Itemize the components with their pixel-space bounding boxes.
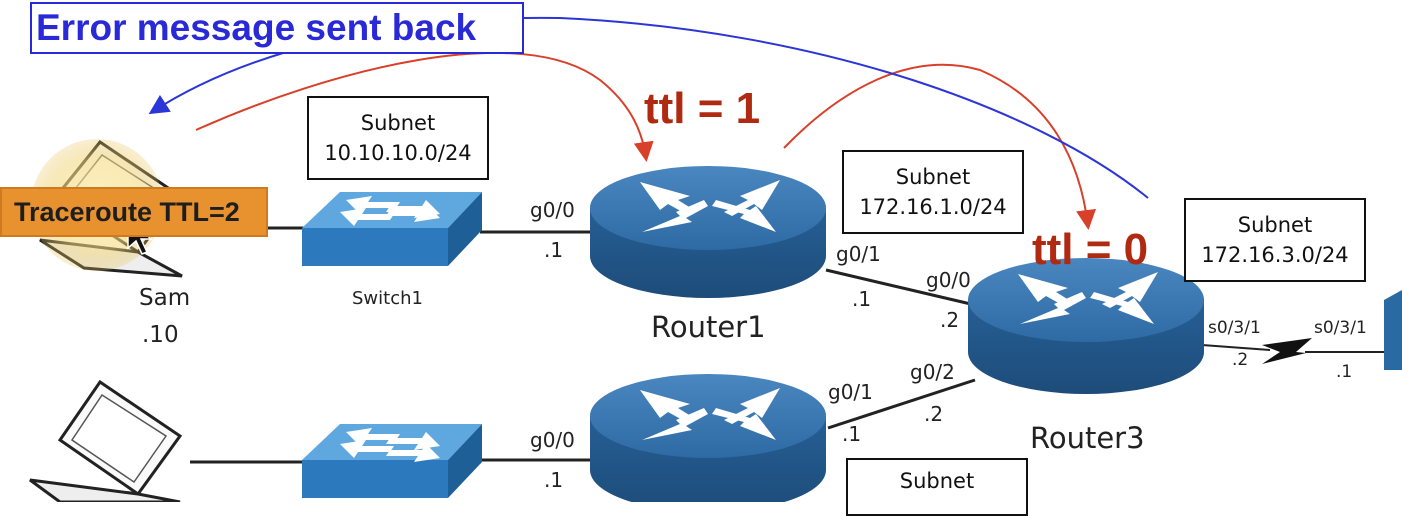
- subnet-box-10-10-10: Subnet 10.10.10.0/24: [307, 96, 489, 180]
- router2-g00-label: g0/0: [530, 428, 575, 452]
- subnet-network: 10.10.10.0/24: [324, 141, 472, 165]
- router1-g01-address: .1: [852, 287, 872, 311]
- router4-s031-address: .1: [1336, 362, 1353, 382]
- host-sam-name: Sam: [139, 285, 191, 311]
- subnet-title: Subnet: [1237, 213, 1313, 237]
- router4-icon[interactable]: [1384, 290, 1402, 370]
- ttl-label-router1: ttl = 1: [644, 84, 761, 133]
- subnet-title: Subnet: [360, 111, 436, 135]
- subnet-network: 172.16.3.0/24: [1201, 243, 1349, 267]
- router1-g00-label: g0/0: [530, 198, 575, 222]
- router3-g02-label: g0/2: [910, 360, 955, 384]
- router2-g00-address: .1: [544, 468, 564, 492]
- link-router1-router3: [825, 268, 976, 307]
- subnet-box-lower: Subnet: [846, 458, 1028, 516]
- switch1-name: Switch1: [352, 288, 423, 309]
- subnet-network: 172.16.1.0/24: [859, 195, 1007, 219]
- router3-g02-address: .2: [924, 402, 944, 426]
- arrow-router1-to-router3: [783, 63, 1096, 230]
- router1-g00-address: .1: [544, 238, 564, 262]
- network-links: [190, 226, 1390, 464]
- router1-name: Router1: [651, 310, 766, 344]
- ttl-label-router3: ttl = 0: [1032, 225, 1149, 274]
- subnet-box-172-16-1: Subnet 172.16.1.0/24: [842, 150, 1024, 234]
- router2-g01-label: g0/1: [828, 380, 873, 404]
- error-message-banner: Error message sent back: [30, 2, 524, 54]
- router2-g01-address: .1: [842, 422, 862, 446]
- subnet-title: Subnet: [899, 469, 975, 493]
- router1-icon[interactable]: [590, 166, 826, 298]
- link-router2-router3: [827, 378, 976, 430]
- subnet-box-172-16-3: Subnet 172.16.3.0/24: [1184, 198, 1366, 282]
- router3-icon[interactable]: [968, 258, 1204, 394]
- router1-g01-label: g0/1: [836, 242, 881, 266]
- router3-g00-label: g0/0: [926, 268, 971, 292]
- arrow-sam-to-router1: [195, 51, 654, 162]
- router3-s031-address: .2: [1232, 350, 1249, 370]
- router3-s031-label: s0/3/1: [1208, 318, 1261, 338]
- arrow-error-back-to-sam: [148, 16, 1149, 199]
- switch2-icon[interactable]: [302, 424, 482, 498]
- router2-icon[interactable]: [590, 374, 826, 502]
- link-router3-router4: [1201, 344, 1271, 351]
- traceroute-ttl-badge: Traceroute TTL=2: [0, 187, 268, 237]
- router3-g00-address: .2: [940, 308, 960, 332]
- serial-link-lightning: [1262, 338, 1312, 364]
- host-sam-address: .10: [142, 322, 179, 348]
- subnet-title: Subnet: [895, 165, 971, 189]
- laptop-2-icon[interactable]: [29, 379, 183, 502]
- router4-s031-label: s0/3/1: [1314, 318, 1367, 338]
- switch1-icon[interactable]: [302, 192, 482, 266]
- router3-name: Router3: [1030, 421, 1145, 455]
